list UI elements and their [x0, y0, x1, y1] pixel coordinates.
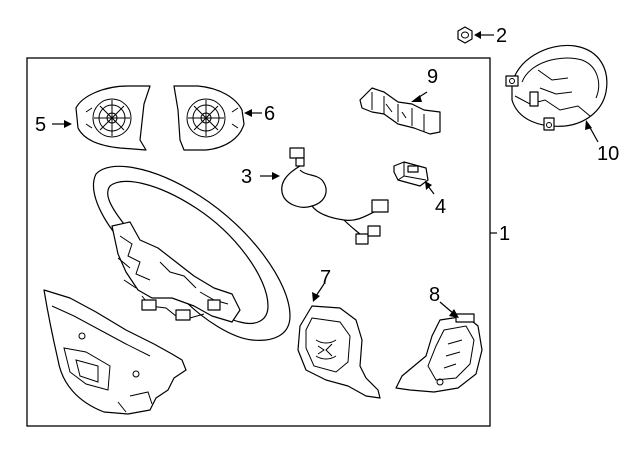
right-switch-bezel-part	[173, 85, 262, 151]
left-switch-bezel-part	[52, 85, 151, 151]
callout-5: 5	[35, 114, 46, 136]
callout-7: 7	[320, 267, 331, 289]
assembly-box	[26, 57, 497, 427]
callout-1: 1	[499, 223, 510, 245]
nut-part	[457, 26, 494, 44]
callout-3: 3	[241, 166, 252, 188]
lower-cover-part	[43, 289, 187, 415]
bracket-part	[359, 87, 441, 135]
callout-2: 2	[496, 25, 507, 47]
callout-4: 4	[435, 196, 446, 218]
wiring-harness-part	[260, 147, 389, 245]
airbag-module-part	[505, 44, 608, 143]
callout-6: 6	[264, 103, 275, 125]
steering-wheel-part	[92, 165, 291, 341]
small-switch-part	[393, 161, 435, 195]
right-remote-switch-part	[395, 301, 483, 393]
callout-9: 9	[427, 66, 438, 88]
callout-10: 10	[597, 143, 619, 165]
callout-8: 8	[429, 284, 440, 306]
left-remote-switch-part	[297, 283, 381, 399]
